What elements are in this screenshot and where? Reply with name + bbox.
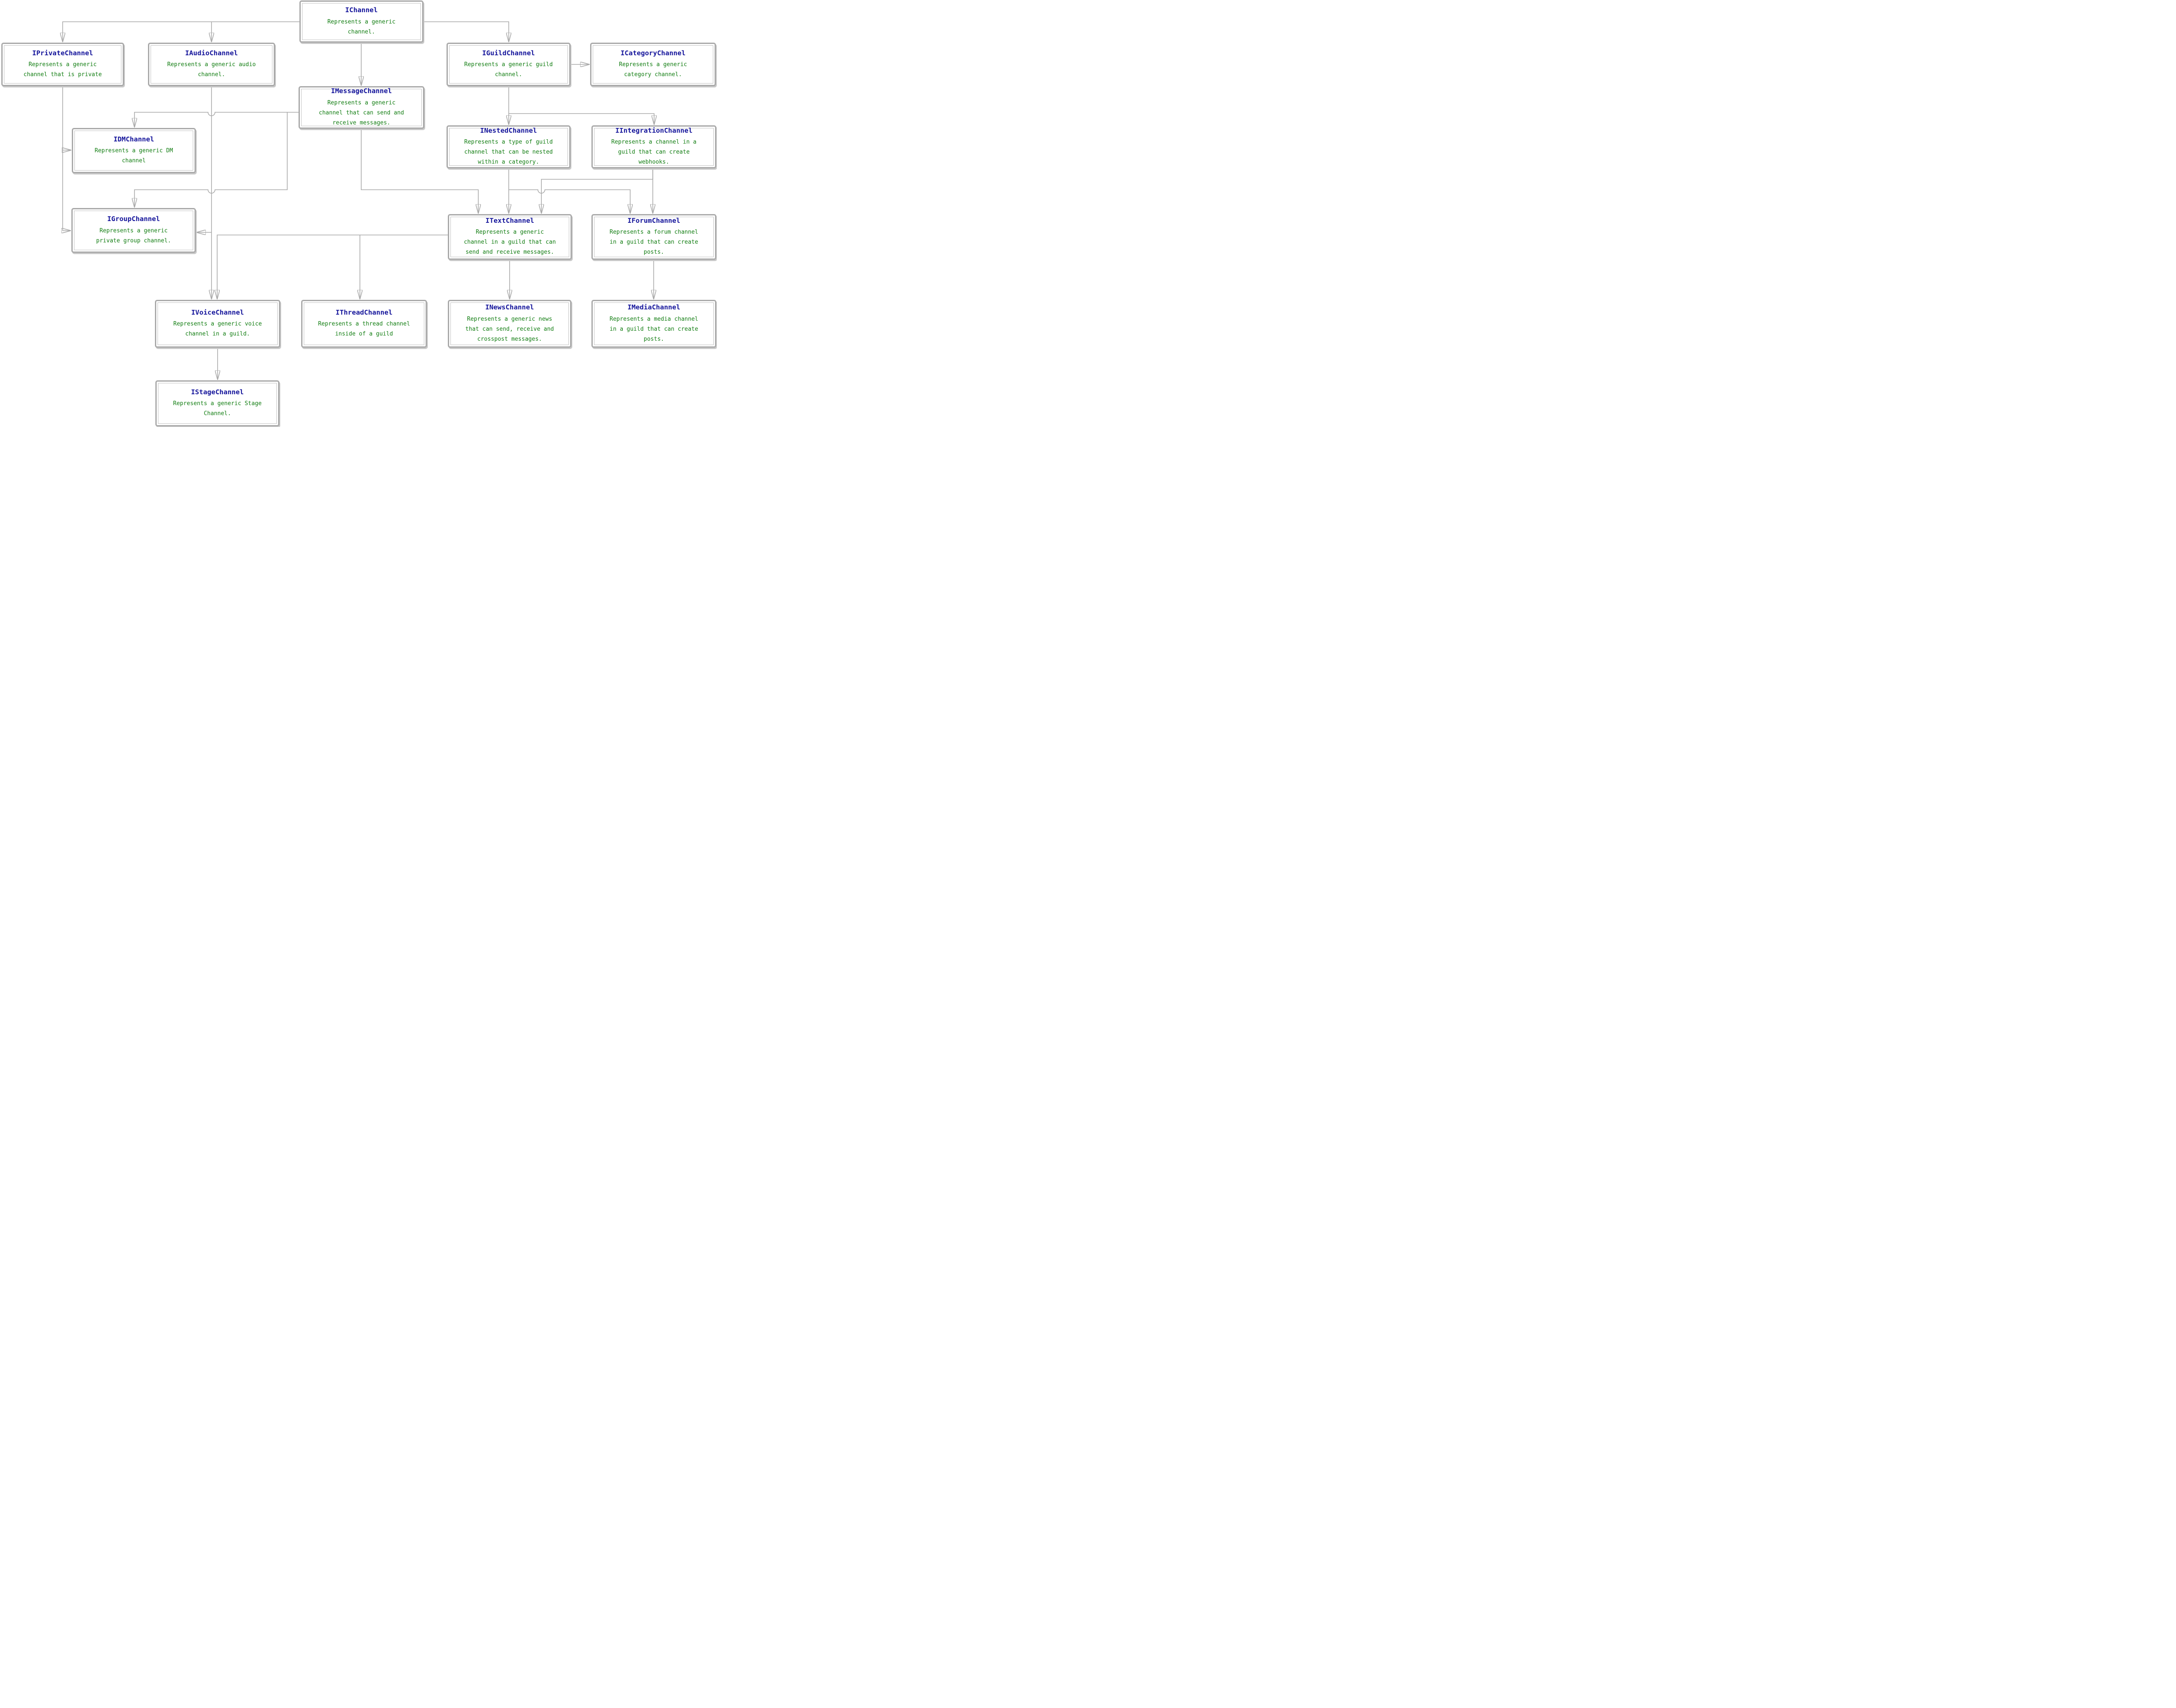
edge-iprivatechannel-to-igroupchannel: [63, 150, 71, 231]
node-title: IThreadChannel: [336, 308, 393, 316]
node-description: Represents a generic Stage Channel.: [173, 400, 262, 417]
node-icategorychannel[interactable]: ICategoryChannel Represents a generic ca…: [590, 43, 716, 86]
edge-imessagechannel-to-idmchannel: [134, 112, 299, 127]
node-description: Represents a generic channel that is pri…: [23, 61, 102, 78]
node-description: Represents a type of guild channel that …: [464, 139, 553, 166]
node-idmchannel[interactable]: IDMChannel Represents a generic DM chann…: [72, 128, 196, 173]
node-ichannel[interactable]: IChannel Represents a generic channel.: [299, 0, 423, 43]
node-title: IIntegrationChannel: [615, 126, 693, 134]
node-ivoicechannel[interactable]: IVoiceChannel Represents a generic voice…: [155, 300, 280, 348]
node-title: IStageChannel: [191, 388, 244, 396]
node-inestedchannel[interactable]: INestedChannel Represents a type of guil…: [447, 125, 571, 168]
edge-iprivatechannel-to-idmchannel: [63, 86, 71, 150]
node-iaudiochannel[interactable]: IAudioChannel Represents a generic audio…: [148, 43, 275, 86]
node-title: IGuildChannel: [482, 49, 535, 57]
node-title: ICategoryChannel: [620, 49, 686, 57]
node-ithreadchannel[interactable]: IThreadChannel Represents a thread chann…: [301, 300, 427, 348]
node-igroupchannel[interactable]: IGroupChannel Represents a generic priva…: [71, 208, 196, 253]
edge-ichannel-to-iguildchannel: [423, 21, 509, 42]
node-description: Represents a generic news that can send,…: [465, 315, 554, 342]
node-iforumchannel[interactable]: IForumChannel Represents a forum channel…: [591, 214, 716, 260]
node-imediachannel[interactable]: IMediaChannel Represents a media channel…: [591, 300, 716, 348]
node-description: Represents a generic voice channel in a …: [173, 321, 262, 338]
node-istagechannel[interactable]: IStageChannel Represents a generic Stage…: [155, 380, 279, 426]
edge-itextchannel-to-ivoicechannel: [217, 235, 448, 299]
node-description: Represents a generic channel in a guild …: [463, 229, 556, 256]
node-iprivatechannel[interactable]: IPrivateChannel Represents a generic cha…: [1, 43, 124, 86]
node-description: Represents a generic guild channel.: [464, 61, 553, 78]
node-description: Represents a generic DM channel: [94, 148, 173, 164]
node-iintegrationchannel[interactable]: IIntegrationChannel Represents a channel…: [591, 125, 716, 168]
node-itextchannel[interactable]: ITextChannel Represents a generic channe…: [448, 214, 572, 260]
edge-iguildchannel-to-iintegrationchannel: [509, 113, 654, 124]
diagram-canvas: IChannel Represents a generic channel. I…: [0, 0, 717, 427]
node-title: ITextChannel: [485, 216, 534, 225]
node-description: Represents a thread channel inside of a …: [318, 321, 410, 338]
node-title: IMessageChannel: [331, 87, 392, 95]
node-title: INewsChannel: [485, 303, 534, 312]
node-description: Represents a media channel in a guild th…: [609, 315, 698, 342]
node-title: IForumChannel: [627, 216, 681, 225]
node-description: Represents a generic private group chann…: [96, 227, 171, 244]
inheritance-edges: [0, 21, 717, 427]
node-title: IPrivateChannel: [32, 49, 93, 57]
node-description: Represents a channel in a guild that can…: [611, 139, 697, 166]
node-title: IChannel: [345, 6, 378, 14]
node-description: Represents a generic channel that can se…: [319, 99, 404, 126]
node-description: Represents a generic category channel.: [619, 61, 687, 78]
node-inewschannel[interactable]: INewsChannel Represents a generic news t…: [448, 300, 571, 348]
node-title: IGroupChannel: [107, 215, 160, 223]
edge-iintegrationchannel-to-itextchannel: [541, 168, 653, 213]
node-title: IVoiceChannel: [191, 308, 244, 316]
edge-ichannel-to-iprivatechannel: [63, 21, 299, 42]
node-title: IMediaChannel: [627, 303, 681, 312]
edge-inestedchannel-to-iforumchannel: [509, 189, 630, 213]
node-iguildchannel[interactable]: IGuildChannel Represents a generic guild…: [447, 43, 571, 86]
node-description: Represents a generic audio channel.: [167, 61, 256, 78]
node-title: IDMChannel: [113, 135, 154, 143]
node-description: Represents a forum channel in a guild th…: [609, 229, 698, 256]
edge-imessagechannel-to-itextchannel: [361, 129, 478, 213]
node-title: IAudioChannel: [185, 49, 238, 57]
node-title: INestedChannel: [480, 126, 537, 134]
node-description: Represents a generic channel.: [327, 18, 396, 35]
node-imessagechannel[interactable]: IMessageChannel Represents a generic cha…: [299, 86, 424, 129]
